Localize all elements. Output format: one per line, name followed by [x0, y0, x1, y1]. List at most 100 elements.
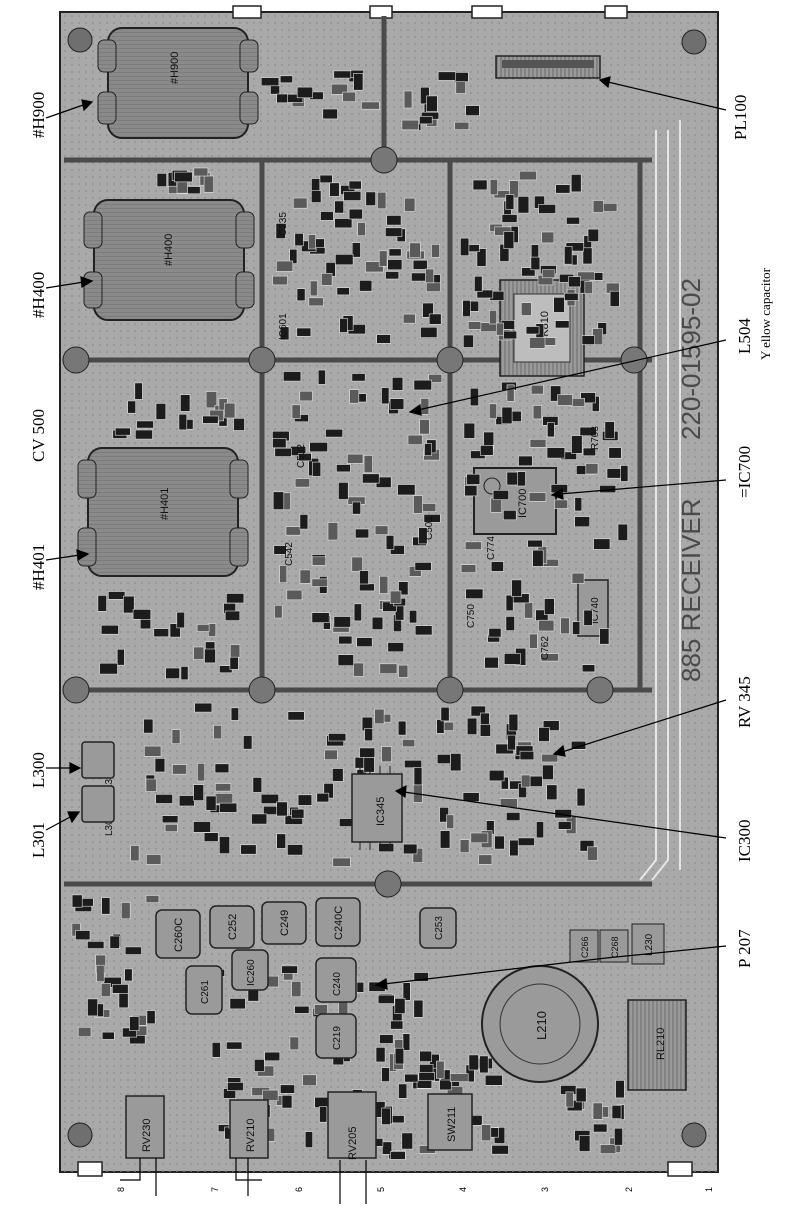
smd-part — [440, 706, 450, 722]
smd-part — [571, 435, 583, 454]
smd-part — [478, 854, 493, 865]
smd-part — [155, 793, 173, 804]
smd-part — [377, 994, 395, 1004]
board-silk: 885 RECEIVER 220-01595-02 — [676, 278, 706, 682]
smd-part — [422, 302, 434, 318]
smd-part — [297, 794, 313, 806]
smd-part — [401, 119, 419, 131]
smd-part — [146, 854, 162, 865]
smd-part — [178, 795, 195, 807]
smd-part — [321, 272, 333, 286]
smd-part — [172, 764, 187, 775]
smd-part — [219, 836, 231, 855]
smd-part — [601, 203, 618, 212]
pl100-connector — [495, 55, 601, 79]
smd-part — [193, 646, 205, 660]
smd-part — [276, 260, 294, 272]
smd-part — [387, 259, 403, 271]
smd-part — [272, 275, 288, 286]
svg-text:C501: C501 — [424, 516, 435, 540]
smd-part — [484, 656, 499, 669]
smd-part — [121, 902, 131, 920]
smd-part — [320, 211, 334, 221]
smd-part — [581, 664, 596, 673]
smd-part — [281, 1095, 293, 1109]
smd-part — [276, 801, 288, 817]
smd-part — [397, 720, 407, 736]
svg-text:C240C: C240C — [333, 906, 345, 940]
smd-part — [116, 648, 125, 666]
smd-part — [336, 287, 350, 296]
smd-part — [570, 740, 587, 750]
smd-part — [464, 541, 482, 550]
svg-text:RV210: RV210 — [245, 1119, 257, 1152]
smd-part — [450, 753, 462, 772]
smd-part — [404, 759, 422, 769]
smd-part — [550, 385, 562, 402]
smd-part — [226, 593, 245, 604]
smd-part — [169, 623, 181, 638]
smd-part — [282, 492, 291, 511]
smd-part — [511, 579, 523, 597]
smd-part — [324, 749, 338, 760]
smd-part — [87, 998, 98, 1017]
smd-part — [390, 545, 405, 555]
svg-text:C542: C542 — [284, 542, 295, 566]
smd-part — [311, 556, 327, 566]
smd-part — [365, 191, 376, 206]
smd-part — [109, 935, 120, 949]
smd-part — [193, 821, 211, 833]
smd-part — [476, 248, 487, 267]
smd-part — [334, 200, 345, 214]
smd-part — [71, 894, 83, 908]
smd-part — [359, 570, 369, 585]
smd-part — [289, 248, 298, 264]
callout-ic700: =IC700 — [735, 446, 754, 498]
smd-part — [108, 591, 126, 600]
smd-part — [99, 662, 118, 675]
rl210-relay: RL210 — [627, 999, 687, 1091]
svg-text:SW211: SW211 — [446, 1107, 458, 1142]
smd-part — [156, 173, 167, 188]
smd-part — [319, 174, 333, 184]
smd-part — [307, 234, 316, 250]
svg-text:C219: C219 — [332, 1026, 343, 1050]
callout-l504: L504 — [735, 318, 754, 354]
smd-part — [279, 1084, 295, 1094]
svg-text:L230: L230 — [644, 933, 655, 956]
smd-part — [541, 753, 559, 763]
callout-pl100: PL100 — [731, 95, 750, 140]
smd-part — [402, 982, 411, 1001]
smd-part — [240, 844, 257, 855]
smd-part — [488, 403, 497, 419]
callout-arrows — [45, 76, 727, 990]
smd-part — [388, 248, 402, 257]
smd-part — [203, 175, 214, 193]
smd-part — [506, 471, 518, 486]
smd-part — [529, 337, 546, 349]
smd-part — [178, 413, 188, 431]
smd-part — [426, 95, 438, 112]
smd-part — [404, 197, 416, 212]
smd-part — [604, 421, 615, 439]
smd-part — [412, 259, 428, 270]
smd-part — [124, 968, 133, 982]
smd-part — [348, 180, 362, 190]
smd-part — [611, 1105, 622, 1119]
smd-part — [571, 398, 586, 407]
smd-part — [390, 1115, 405, 1124]
smd-part — [214, 793, 234, 805]
smd-part — [233, 417, 245, 431]
smd-part — [226, 1041, 243, 1050]
smd-part — [495, 322, 504, 336]
smd-part — [273, 545, 287, 555]
smd-part — [517, 196, 530, 214]
smd-part — [581, 335, 595, 345]
smd-part — [436, 719, 445, 734]
callout-h400: #H400 — [29, 272, 48, 318]
h900-silk: #H900 — [169, 52, 181, 84]
smd-part — [615, 1080, 625, 1099]
smd-part — [100, 624, 119, 635]
smd-part — [224, 610, 241, 621]
smd-part — [490, 497, 502, 513]
